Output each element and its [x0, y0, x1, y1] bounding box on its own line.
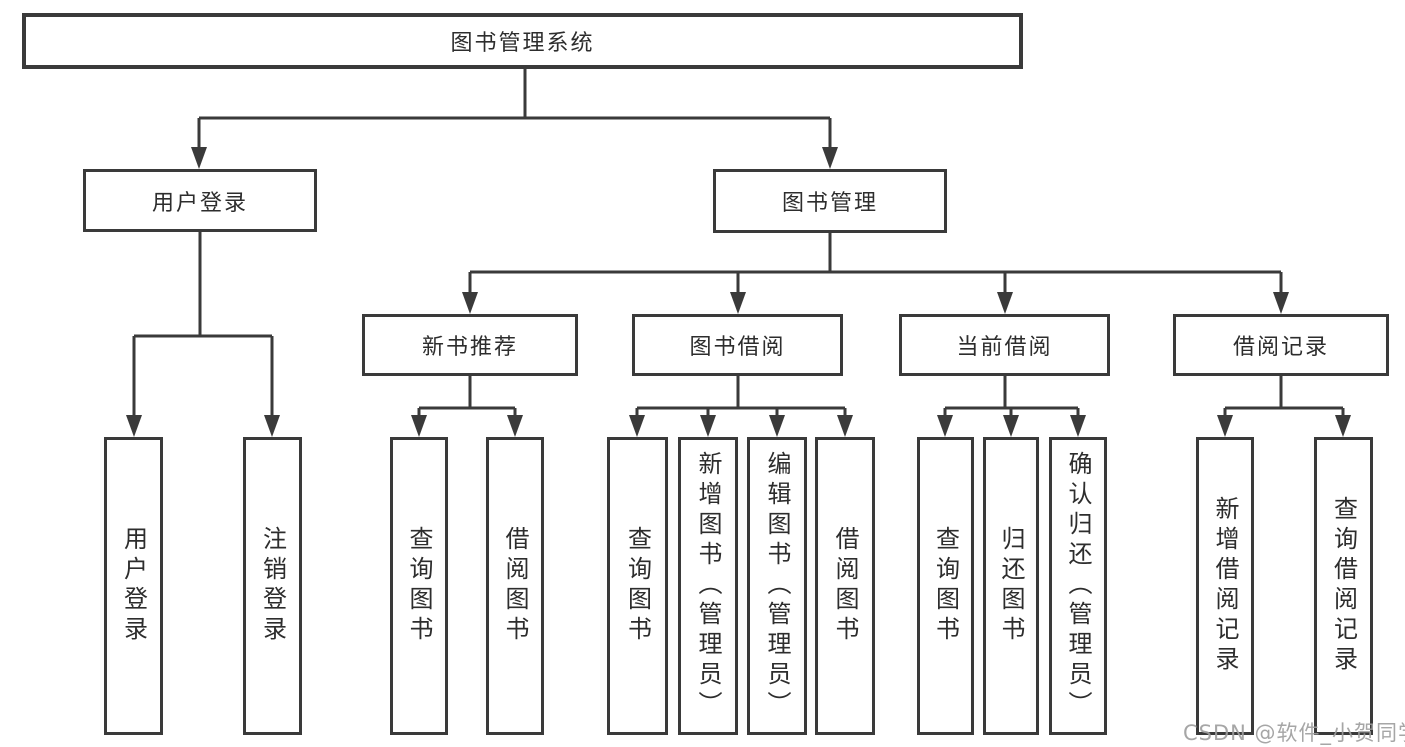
leaf-confirm-return-admin: 确认归还（管理员） — [1049, 437, 1107, 735]
node-new-book-recommend: 新书推荐 — [362, 314, 578, 376]
leaf-user-login: 用户登录 — [104, 437, 163, 735]
node-label: 图书借阅 — [689, 335, 786, 360]
leaf-add-borrow-record: 新增借阅记录 — [1196, 437, 1254, 735]
node-label: 新增借阅记录 — [1211, 496, 1239, 676]
leaf-query-books-recommend: 查询图书 — [390, 437, 448, 735]
node-label: 图书管理系统 — [450, 31, 595, 56]
node-label: 查询借阅记录 — [1329, 496, 1358, 676]
node-label: 新书推荐 — [421, 335, 518, 360]
node-book-management: 图书管理 — [713, 169, 947, 233]
leaf-logout: 注销登录 — [243, 437, 302, 735]
node-label: 归还图书 — [997, 526, 1025, 646]
node-label: 编辑图书（管理员） — [763, 451, 791, 721]
node-system-root: 图书管理系统 — [22, 13, 1023, 69]
node-label: 查询图书 — [931, 526, 960, 646]
node-label: 用户登录 — [119, 526, 148, 646]
leaf-query-books-current: 查询图书 — [917, 437, 974, 735]
node-label: 图书管理 — [781, 191, 878, 216]
leaf-borrow-books-borrowing: 借阅图书 — [815, 437, 875, 735]
node-book-borrowing: 图书借阅 — [632, 314, 843, 376]
leaf-query-books-borrowing: 查询图书 — [607, 437, 668, 735]
node-label: 查询图书 — [405, 526, 433, 646]
node-label: 借阅图书 — [831, 526, 859, 646]
node-borrowing-records: 借阅记录 — [1173, 314, 1389, 376]
node-label: 确认归还（管理员） — [1064, 451, 1092, 721]
node-label: 注销登录 — [258, 526, 287, 646]
node-user-login: 用户登录 — [83, 169, 317, 232]
node-label: 查询图书 — [623, 526, 652, 646]
leaf-borrow-books-recommend: 借阅图书 — [486, 437, 544, 735]
node-current-borrowing: 当前借阅 — [899, 314, 1110, 376]
leaf-return-books: 归还图书 — [983, 437, 1039, 735]
leaf-edit-books-admin: 编辑图书（管理员） — [747, 437, 807, 735]
csdn-watermark: CSDN @软件_小贺同学 — [1183, 721, 1405, 745]
leaf-add-books-admin: 新增图书（管理员） — [678, 437, 738, 735]
node-label: 当前借阅 — [956, 335, 1053, 360]
leaf-query-borrow-record: 查询借阅记录 — [1314, 437, 1373, 735]
node-label: 用户登录 — [151, 190, 248, 216]
node-label: 借阅图书 — [501, 526, 529, 646]
node-label: 新增图书（管理员） — [694, 451, 722, 721]
node-label: 借阅记录 — [1232, 335, 1329, 360]
